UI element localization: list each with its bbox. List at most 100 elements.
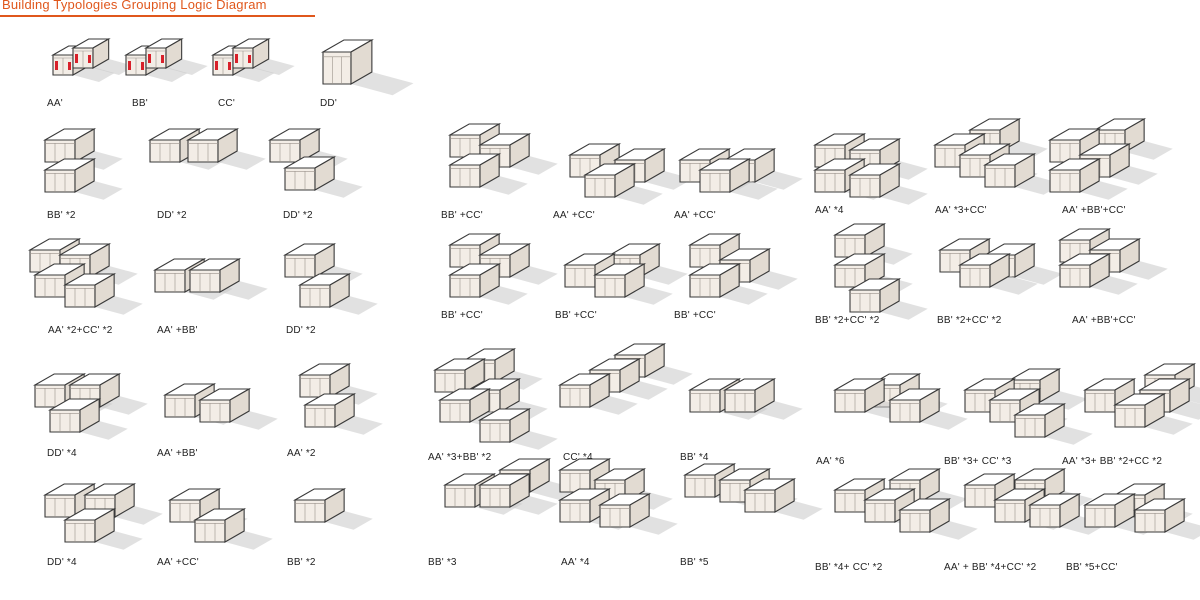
- base-unit-drawing: [210, 38, 295, 82]
- module-box: [557, 373, 638, 415]
- grouping-diagram-15: [685, 233, 798, 315]
- module-box: [1132, 498, 1200, 540]
- grouping-label: AA' +CC': [157, 557, 199, 568]
- grouping-label: DD' *2: [157, 210, 187, 221]
- module-box: [1057, 253, 1138, 295]
- grouping-label: BB' *4+ CC' *2: [815, 562, 883, 573]
- grouping-drawing: [447, 233, 558, 305]
- grouping-drawing: [687, 378, 803, 420]
- grouping-drawing: [1082, 363, 1200, 435]
- module-box: [897, 498, 978, 540]
- base-unit-3: [205, 30, 295, 95]
- grouping-label: BB' +CC': [441, 310, 483, 321]
- grouping-drawing: [1047, 118, 1173, 200]
- grouping-label: AA' + BB' *4+CC' *2: [944, 562, 1037, 573]
- module-box: [477, 473, 558, 515]
- grouping-diagram-19: [30, 370, 148, 450]
- grouping-diagram-20: [160, 375, 278, 455]
- module-box: [292, 488, 373, 530]
- module-box: [592, 263, 673, 305]
- grouping-diagram-16: [830, 220, 940, 320]
- grouping-drawing: [167, 488, 273, 550]
- grouping-label: DD' *4: [47, 557, 77, 568]
- module-box: [1012, 403, 1093, 445]
- grouping-drawing: [567, 143, 693, 205]
- grouping-diagram-14: [560, 243, 688, 325]
- grouping-diagram-28: [40, 480, 163, 560]
- module-box: [847, 163, 928, 205]
- base-unit-2: [118, 30, 208, 95]
- module-box: [847, 278, 928, 320]
- grouping-drawing: [932, 118, 1063, 195]
- grouping-drawing: [282, 243, 378, 315]
- module-box: [887, 388, 968, 430]
- grouping-label: AA' +CC': [553, 210, 595, 221]
- module-box: [187, 258, 268, 300]
- grouping-drawing: [557, 458, 678, 535]
- grouping-drawing: [832, 468, 978, 540]
- base-unit-label: BB': [132, 98, 148, 109]
- module-box: [957, 253, 1038, 295]
- module-box: [320, 39, 414, 96]
- module-box: [282, 156, 363, 198]
- grouping-label: AA' *4: [815, 205, 844, 216]
- base-unit-label: DD': [320, 98, 337, 109]
- grouping-label: AA' +BB': [157, 325, 198, 336]
- base-unit-4: [318, 30, 414, 96]
- grouping-label: BB' *3+ CC' *3: [944, 456, 1012, 467]
- grouping-label: AA' +BB'+CC': [1072, 315, 1136, 326]
- grouping-diagram-2: [147, 128, 266, 210]
- grouping-label: BB' *3: [428, 557, 457, 568]
- grouping-label: BB' *4: [680, 452, 709, 463]
- module-box: [722, 378, 803, 420]
- grouping-label: AA' *3+ BB' *2+CC *2: [1062, 456, 1163, 467]
- grouping-diagram-22: [430, 348, 558, 450]
- grouping-label: AA' *2: [287, 448, 316, 459]
- grouping-drawing: [32, 373, 148, 440]
- module-box: [447, 263, 528, 305]
- grouping-label: BB' *2+CC' *2: [815, 315, 880, 326]
- grouping-diagram-3: [267, 128, 380, 210]
- grouping-diagram-29: [165, 480, 275, 560]
- grouping-label: AA' +BB'+CC': [1062, 205, 1126, 216]
- grouping-label: BB' *5: [680, 557, 709, 568]
- grouping-diagram-36: [1075, 475, 1200, 555]
- grouping-drawing: [687, 233, 798, 305]
- grouping-drawing: [42, 128, 123, 200]
- grouping-drawing: [1057, 228, 1168, 295]
- grouping-diagram-8: [930, 118, 1063, 205]
- module-box: [62, 508, 143, 550]
- module-box: [230, 38, 295, 75]
- grouping-diagram-6: [670, 140, 803, 220]
- grouping-diagram-17: [935, 235, 1063, 315]
- grouping-label: DD' *2: [283, 210, 313, 221]
- module-box: [1087, 238, 1168, 280]
- module-box: [70, 38, 135, 75]
- module-box: [297, 273, 378, 315]
- module-box: [477, 408, 558, 450]
- grouping-diagram-12: [280, 243, 390, 325]
- grouping-label: BB' *2: [47, 210, 76, 221]
- module-box: [185, 128, 266, 170]
- grouping-label: DD' *2: [286, 325, 316, 336]
- grouping-drawing: [832, 223, 928, 320]
- module-box: [1047, 158, 1128, 200]
- grouping-drawing: [447, 123, 558, 195]
- grouping-label: BB' *2: [287, 557, 316, 568]
- module-box: [832, 378, 913, 420]
- module-box: [62, 273, 143, 315]
- grouping-diagram-10: [25, 235, 143, 315]
- base-unit-label: CC': [218, 98, 235, 109]
- grouping-label: AA' *3+BB' *2: [428, 452, 492, 463]
- grouping-label: BB' *5+CC': [1066, 562, 1118, 573]
- module-box: [192, 508, 273, 550]
- grouping-drawing: [832, 373, 968, 430]
- module-box: [143, 38, 208, 75]
- grouping-drawing: [677, 148, 803, 200]
- base-unit-drawing: [320, 39, 414, 96]
- grouping-drawing: [962, 468, 1108, 535]
- module-box: [197, 388, 278, 430]
- grouping-diagram-23: [555, 343, 693, 435]
- grouping-diagram-1: [42, 128, 155, 210]
- grouping-diagram-27: [1075, 363, 1200, 450]
